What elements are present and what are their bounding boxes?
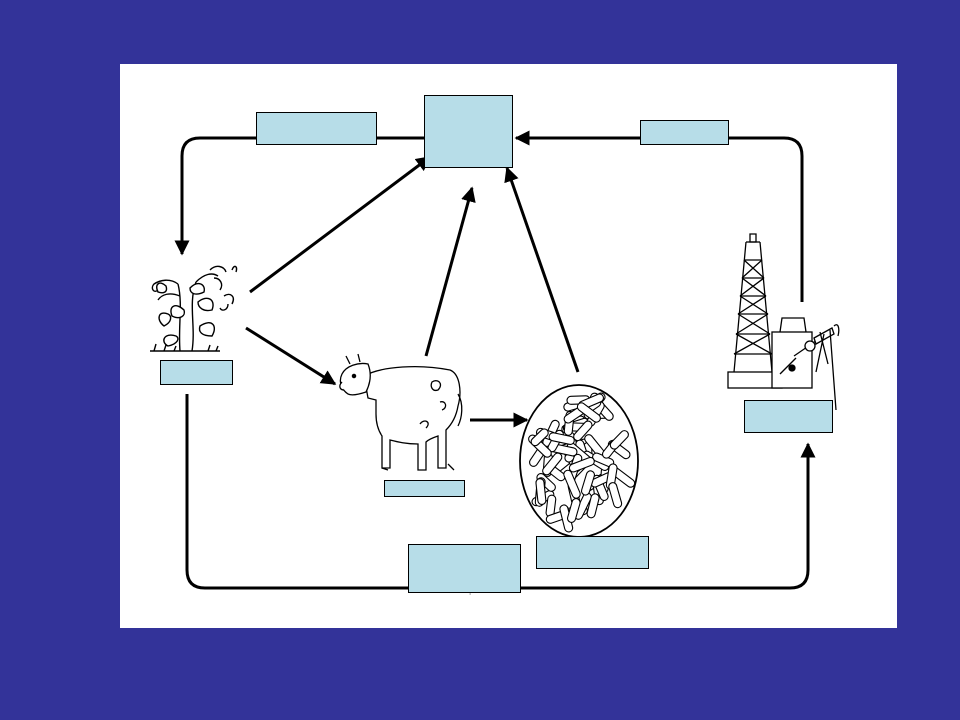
bacterium: [586, 493, 600, 519]
bacterium: [609, 430, 629, 450]
arrow-plant-to-atmosphere: [249, 155, 432, 294]
bacterium: [580, 470, 596, 496]
plant-icon: [150, 265, 238, 352]
arrow-atmosphere-to-plant: [174, 136, 424, 256]
bacterium: [608, 482, 623, 509]
arrow-decomposers-to-atmosphere: [504, 166, 580, 373]
decomposers-label-box: [536, 536, 649, 569]
fossil-fuel-label-box: [744, 400, 833, 433]
fossilization-label-box: [408, 544, 521, 593]
arrow-cow-to-atmosphere: [424, 186, 476, 357]
arrow-plant-to-cow: [245, 326, 337, 386]
bacterium: [563, 469, 581, 499]
bacterium: [573, 420, 593, 442]
oil-rig-icon: [727, 233, 840, 411]
bacterium: [548, 432, 575, 445]
bacterium: [568, 456, 595, 473]
atmosphere-box: [424, 95, 513, 168]
bacterium: [535, 478, 547, 506]
cow-icon: [339, 353, 463, 471]
bacterium: [530, 428, 549, 447]
carbon-cycle-diagram: [150, 130, 840, 590]
photosynthesis-label-box: [256, 112, 377, 145]
plant-label-box: [160, 360, 233, 385]
combustion-label-box: [640, 120, 729, 145]
bacterium: [542, 452, 563, 476]
bacterium: [566, 498, 581, 523]
bacteria-icon: [519, 384, 639, 538]
cow-label-box: [384, 480, 465, 497]
arrow-fuel-to-atmosphere: [514, 130, 804, 302]
diagram-panel: decomposition: [120, 64, 897, 628]
bacterium: [576, 402, 601, 423]
